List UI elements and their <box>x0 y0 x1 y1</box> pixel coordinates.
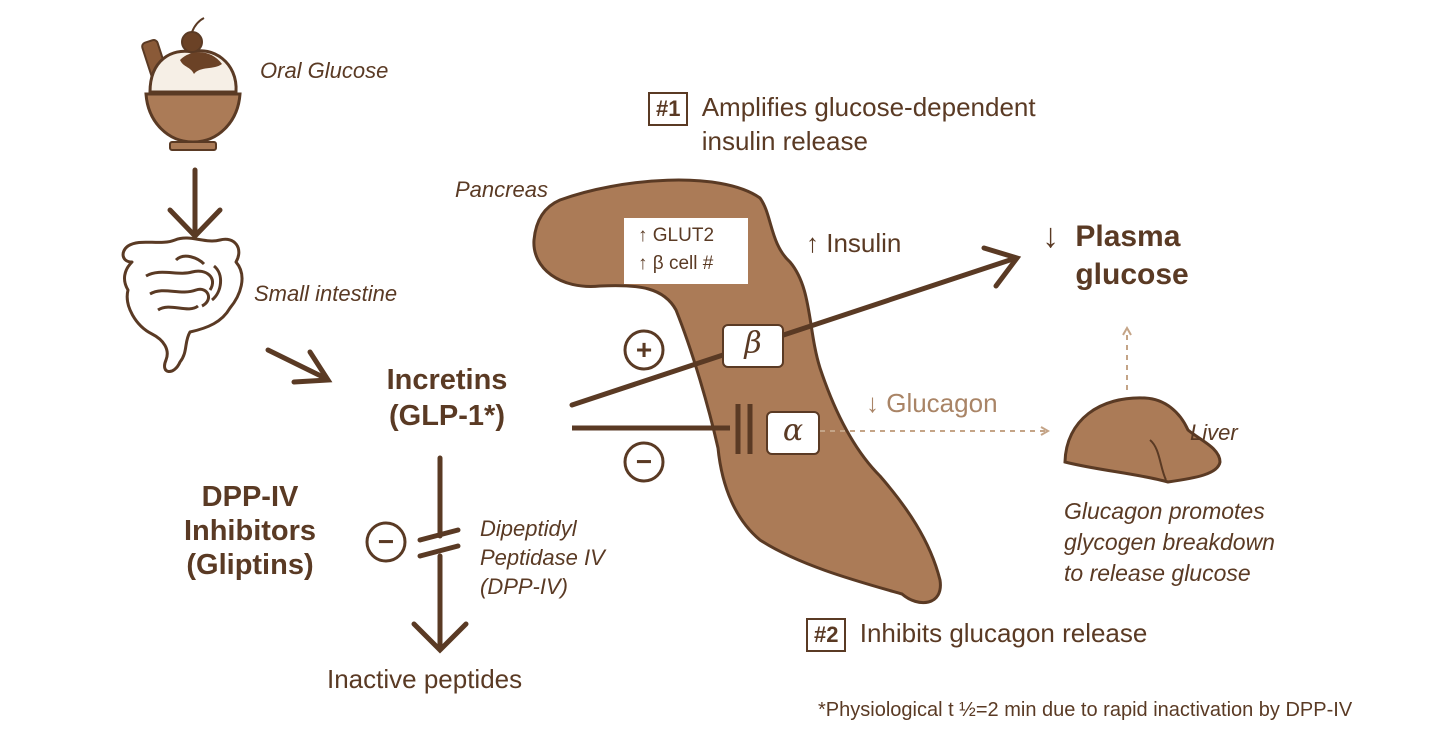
glut2-text: ↑ GLUT2 <box>638 225 715 246</box>
small-intestine-icon <box>121 236 244 373</box>
effect2-text: Inhibits glucagon release <box>859 618 1148 648</box>
effect2-badge: #2 <box>806 618 847 653</box>
liver-note: Glucagon promotes glycogen breakdown to … <box>1064 496 1275 589</box>
glucagon-label: ↓ Glucagon <box>866 388 998 418</box>
dpp-enzyme-line1: Dipeptidyl <box>480 516 577 541</box>
insulin-label: ↑ Insulin <box>806 228 902 258</box>
incretins-line1: Incretins <box>386 364 508 396</box>
liver-label: Liver <box>1190 420 1238 445</box>
dpp-enzyme-label: Dipeptidyl Peptidase IV (DPP-IV) <box>480 514 605 601</box>
minus-circle-icon: − <box>365 521 407 563</box>
dpp-inhibitors-label: DPP-IV Inhibitors (Gliptins) <box>160 480 340 582</box>
arrow-to-incretins <box>265 347 333 385</box>
glut2-box: ↑ GLUT2 ↑ β cell # <box>624 218 748 284</box>
dpp-inhibitors-line2: Inhibitors <box>183 515 317 547</box>
small-intestine-label: Small intestine <box>254 281 398 306</box>
inactive-peptides-label: Inactive peptides <box>327 664 523 694</box>
plus-sign: + <box>636 334 652 365</box>
degradation-arrow <box>411 455 469 654</box>
dessert-bowl-icon <box>141 17 242 151</box>
inhibitory-line <box>572 404 753 454</box>
pancreas-shape <box>532 178 942 604</box>
arrow-to-intestine <box>167 167 223 240</box>
minus-circle-icon: − <box>623 441 665 483</box>
incretins-line2: (GLP-1*) <box>389 400 505 432</box>
footnote: *Physiological t ½=2 min due to rapid in… <box>818 699 1353 721</box>
pancreas-label: Pancreas <box>455 177 548 202</box>
plasma-line1: Plasma <box>1075 220 1181 253</box>
plasma-line2: glucose <box>1075 258 1189 291</box>
dpp-enzyme-line2: Peptidase IV <box>480 545 605 570</box>
liver-shape <box>1063 396 1222 484</box>
effect1-line2: insulin release <box>701 126 868 156</box>
dpp-inhibitors-line3: (Gliptins) <box>186 549 314 581</box>
effect1-line1: Amplifies glucose-dependent <box>701 92 1036 122</box>
incretins-label: Incretins (GLP-1*) <box>362 362 532 434</box>
alpha-cell-box: α <box>766 411 820 455</box>
minus-sign: − <box>636 446 652 477</box>
effect1-badge: #1 <box>648 92 689 127</box>
effect2-callout: #2 Inhibits glucagon release <box>806 618 1148 653</box>
plasma-glucose-label: ↓ Plasma glucose <box>1042 218 1189 294</box>
plus-circle-icon: + <box>623 329 665 371</box>
liver-note-line2: glycogen breakdown <box>1064 529 1275 555</box>
beta-cell-box: β <box>722 324 784 368</box>
effect1-callout: #1 Amplifies glucose-dependent insulin r… <box>648 90 1036 158</box>
oral-glucose-label: Oral Glucose <box>260 58 389 83</box>
dpp-enzyme-line3: (DPP-IV) <box>480 574 568 599</box>
liver-note-line3: to release glucose <box>1064 560 1251 586</box>
stimulatory-arrow <box>569 245 1022 408</box>
dpp-inhibitors-line1: DPP-IV <box>201 481 299 513</box>
liver-note-line1: Glucagon promotes <box>1064 498 1265 524</box>
minus-sign: − <box>378 526 394 557</box>
beta-cell-count-text: ↑ β cell # <box>638 253 714 274</box>
down-arrow-icon: ↓ <box>1042 217 1059 255</box>
